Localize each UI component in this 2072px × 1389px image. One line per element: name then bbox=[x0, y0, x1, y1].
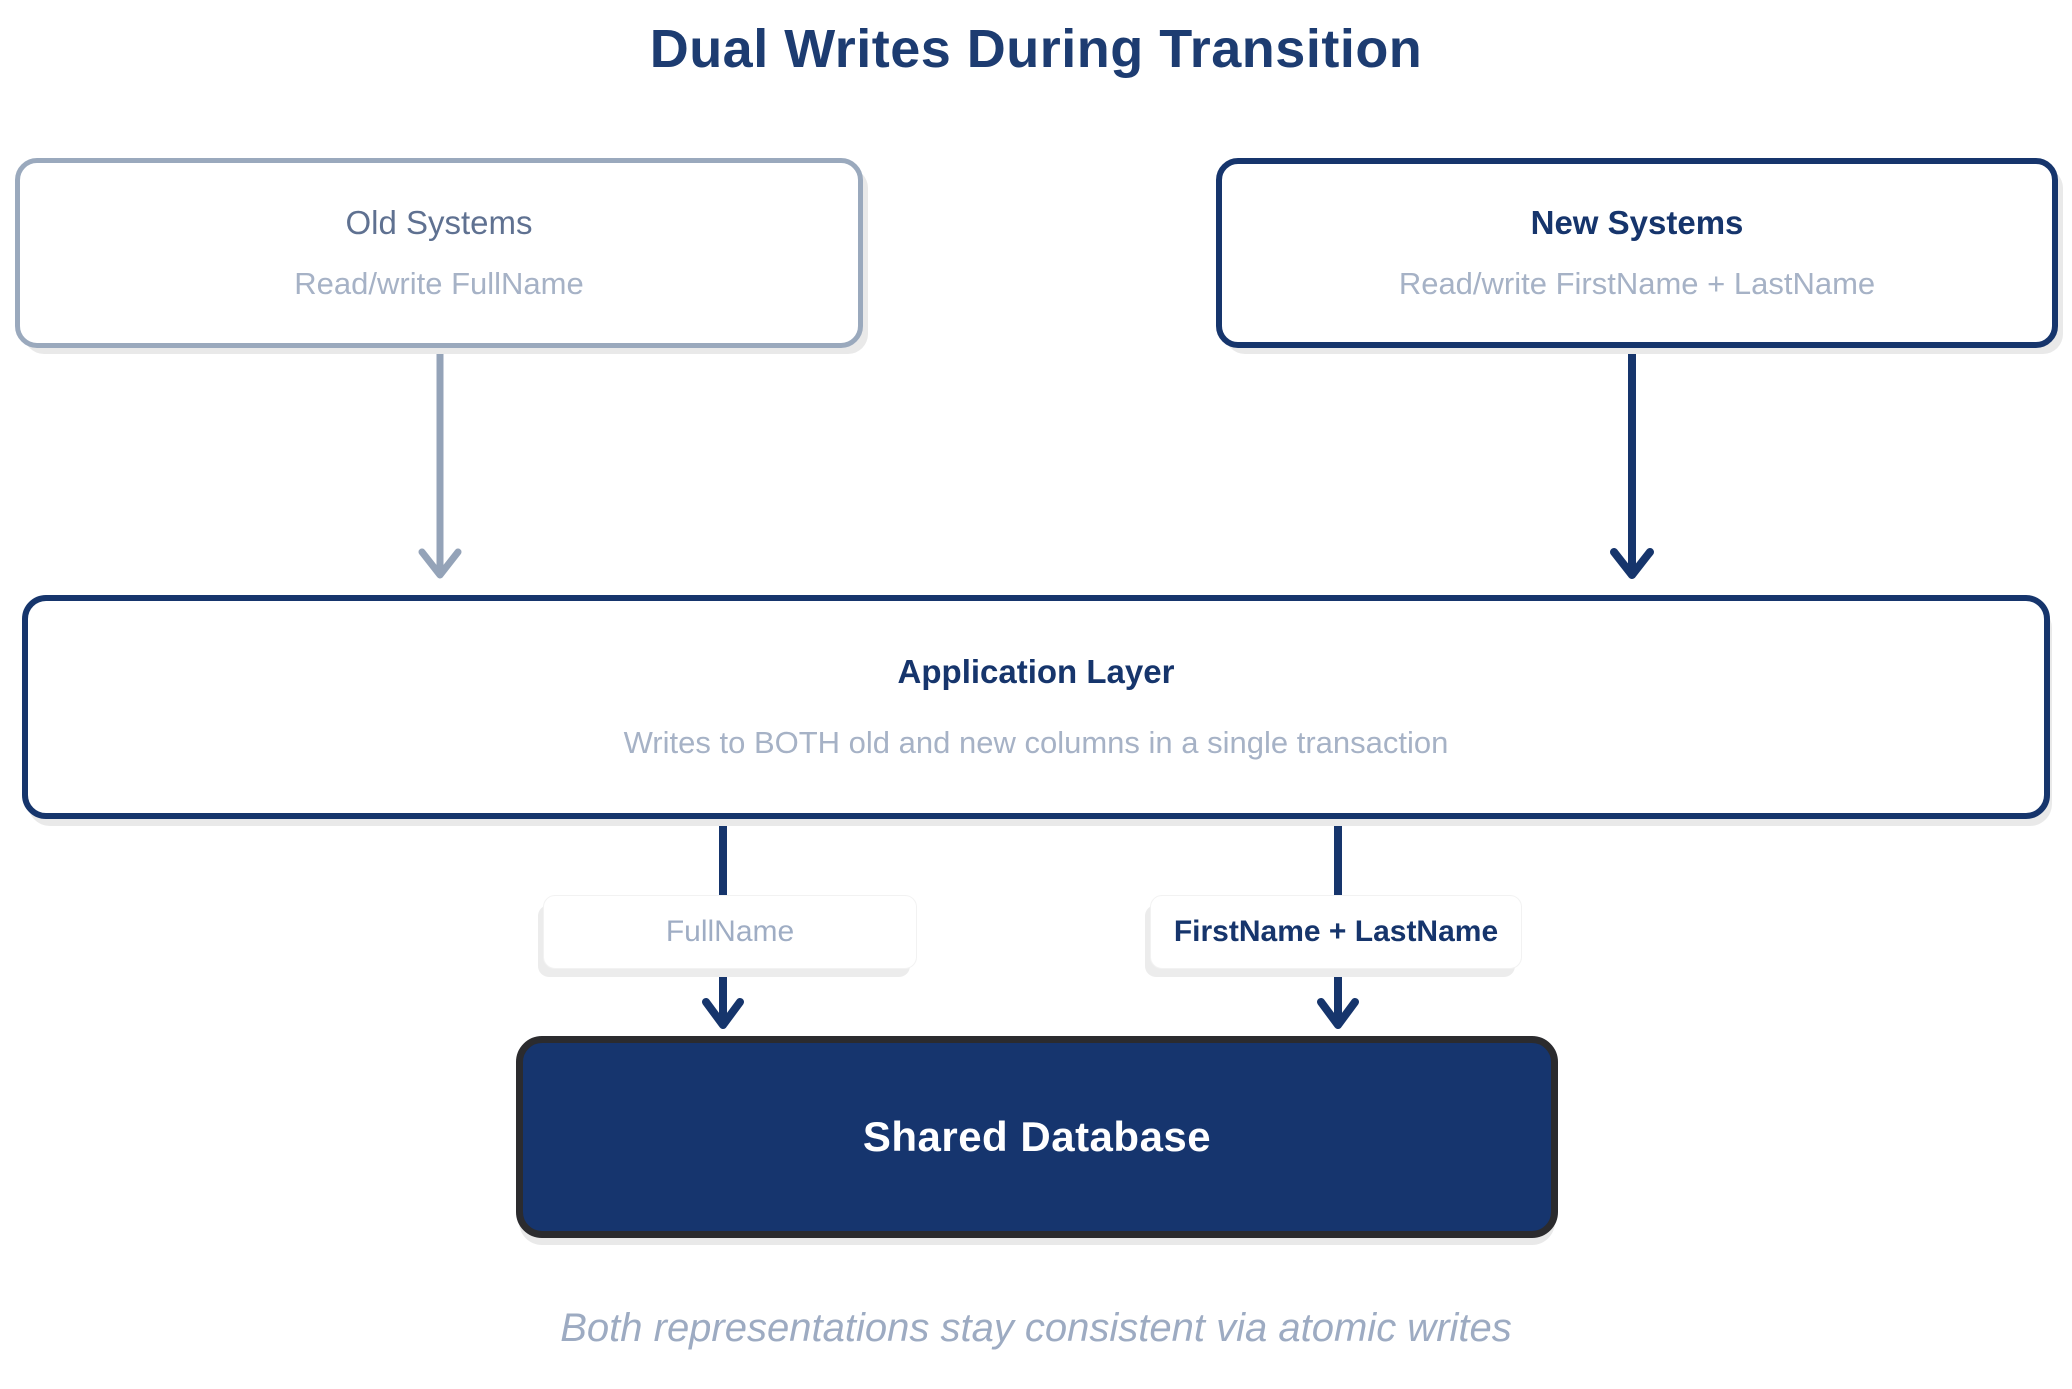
edge-label-fullname: FullName bbox=[543, 895, 917, 969]
edge-label-firstname-lastname: FirstName + LastName bbox=[1150, 895, 1522, 969]
arrow-head-icon bbox=[1610, 548, 1654, 579]
arrow-head-icon bbox=[418, 548, 462, 579]
node-old-systems: Old Systems Read/write FullName bbox=[15, 158, 863, 348]
old-systems-subtitle: Read/write FullName bbox=[294, 266, 584, 302]
arrow-head-icon bbox=[702, 998, 744, 1029]
application-layer-subtitle: Writes to BOTH old and new columns in a … bbox=[623, 725, 1449, 761]
new-systems-title: New Systems bbox=[1530, 203, 1744, 241]
arrow-new-to-app bbox=[1610, 344, 1654, 579]
footer-caption: Both representations stay consistent via… bbox=[560, 1306, 1512, 1350]
application-layer-title: Application Layer bbox=[897, 652, 1175, 690]
node-shared-database: Shared Database bbox=[516, 1036, 1558, 1238]
old-systems-title: Old Systems bbox=[345, 203, 533, 241]
new-systems-subtitle: Read/write FirstName + LastName bbox=[1398, 266, 1876, 302]
arrow-head-icon bbox=[1317, 998, 1359, 1029]
shared-database-title: Shared Database bbox=[862, 1113, 1212, 1160]
page-title: Dual Writes During Transition bbox=[649, 19, 1423, 79]
node-new-systems: New Systems Read/write FirstName + LastN… bbox=[1216, 158, 2058, 348]
arrow-old-to-app bbox=[418, 344, 462, 579]
node-application-layer: Application Layer Writes to BOTH old and… bbox=[22, 595, 2050, 819]
